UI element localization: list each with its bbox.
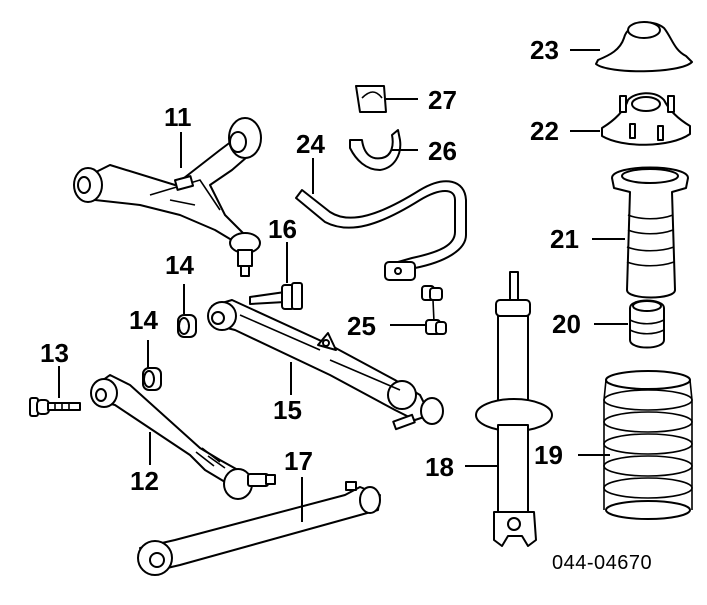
dust-boot: [611, 166, 689, 299]
bushing-lower: [142, 367, 162, 391]
coil-spring: [603, 370, 693, 520]
upper-mount: [595, 21, 693, 73]
callout-27: 27: [428, 85, 457, 115]
stabilizer-bar: [295, 180, 467, 281]
cam-bolt: [29, 397, 81, 417]
callout-14-lower: 14: [129, 305, 158, 335]
callout-21: 21: [550, 224, 579, 254]
lateral-arm: [90, 374, 276, 500]
lower-control-arm: [207, 299, 444, 431]
upper-support: [601, 92, 691, 146]
callout-19: 19: [534, 440, 563, 470]
bump-stop: [629, 299, 665, 349]
callout-26: 26: [428, 136, 457, 166]
stabilizer-bracket: [349, 129, 402, 171]
callout-16: 16: [268, 214, 297, 244]
callout-12: 12: [130, 466, 159, 496]
adjusting-bolt: [249, 282, 303, 310]
diagram-number: 044-04670: [552, 552, 653, 574]
stabilizer-bushing: [355, 85, 387, 113]
callout-20: 20: [552, 309, 581, 339]
upper-control-arm: [73, 117, 262, 277]
callout-13: 13: [40, 338, 69, 368]
callout-23: 23: [530, 35, 559, 65]
callout-24: 24: [296, 129, 325, 159]
stabilizer-link: [421, 285, 447, 335]
callout-18: 18: [425, 452, 454, 482]
shock-absorber: [475, 271, 553, 547]
callout-17: 17: [284, 446, 313, 476]
callout-11: 11: [164, 102, 192, 132]
trailing-arm: [137, 481, 381, 576]
callout-14-upper: 14: [165, 250, 194, 280]
callout-22: 22: [530, 116, 559, 146]
bushing-upper: [177, 314, 197, 338]
callout-15: 15: [273, 395, 302, 425]
callout-25: 25: [347, 311, 376, 341]
